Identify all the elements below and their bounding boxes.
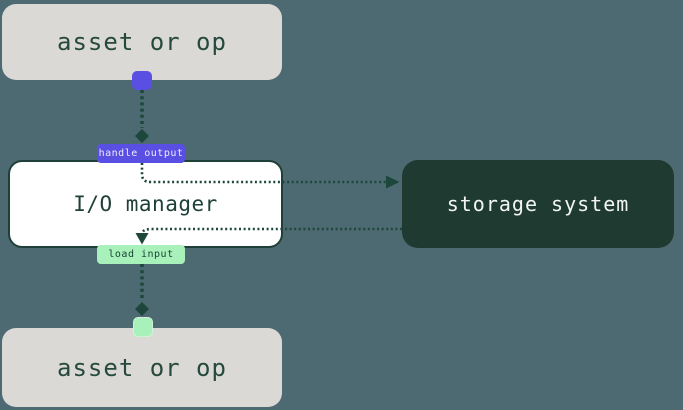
node-asset-or-op-top: asset or op [2, 4, 282, 80]
edge-arrowhead-down-icon [135, 233, 149, 245]
node-asset-or-op-bottom: asset or op [2, 328, 282, 407]
node-storage-system-label: storage system [446, 192, 630, 216]
input-port-square [133, 317, 153, 337]
edge-storage-to-load-input-line [140, 227, 402, 235]
node-io-manager-label: I/O manager [73, 192, 218, 216]
edge-arrowhead-right-icon [386, 175, 400, 189]
node-asset-or-op-bottom-label: asset or op [57, 353, 227, 382]
node-asset-or-op-top-label: asset or op [57, 28, 227, 56]
output-port-square [132, 71, 152, 90]
edge-output-diamond-endpoint [135, 129, 149, 143]
edge-label-handle-output-text: handle output [98, 148, 184, 159]
node-storage-system: storage system [402, 160, 674, 248]
edge-handle-output-to-storage-line [140, 163, 386, 184]
edge-label-handle-output: handle output [97, 144, 185, 163]
edge-label-load-input-text: load input [108, 249, 174, 260]
edge-input-diamond-endpoint [135, 302, 149, 316]
edge-label-load-input: load input [97, 245, 185, 264]
